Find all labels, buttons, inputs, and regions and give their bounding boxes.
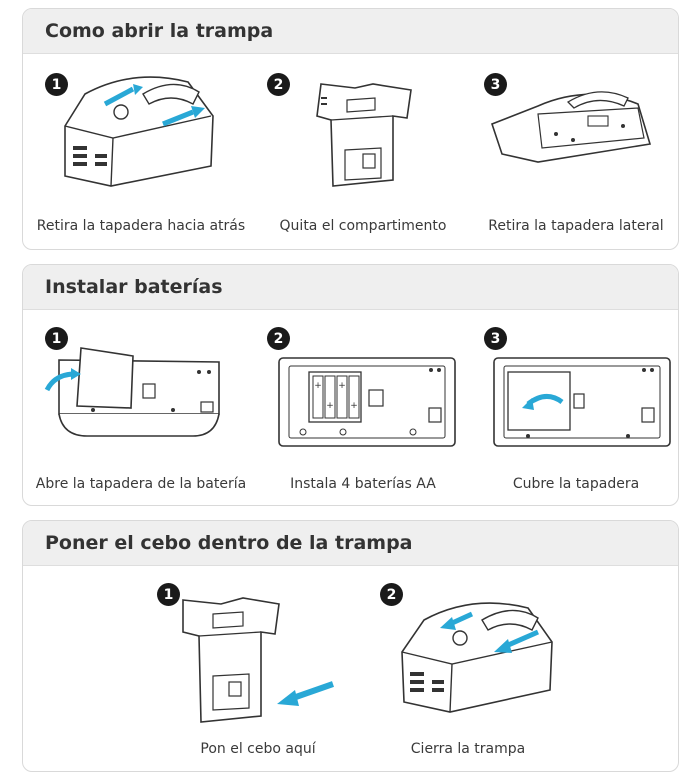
trap-side-view-icon [491,91,652,163]
battery-polarity-label: + [314,381,322,391]
step-open-battery-cover: 1 Abre la tapadera de la batería [23,310,246,505]
step-caption: Abre la tapadera de la batería [35,476,247,492]
battery-polarity-label: + [338,381,346,391]
step-install-batteries: 2 + + + + Instala 4 baterías AA [263,310,463,505]
step-remove-back-cover: 1 Retira la tapadera hacia atrás [23,54,245,249]
step-place-bait: 1 Pon el cebo aquí [143,566,363,771]
bait-compartment-icon [182,597,334,723]
step-caption: Quita el compartimento [279,218,447,234]
step-caption: Cierra la trampa [410,741,526,757]
section-title: Poner el cebo dentro de la trampa [23,521,678,566]
trap-back-view-icon [64,76,214,187]
compartment-icon [316,83,412,187]
step-caption: Retira la tapadera hacia atrás [36,218,246,234]
step-number-badge: 2 [267,73,290,96]
battery-polarity-label: + [326,401,334,411]
section-title: Como abrir la trampa [23,9,678,54]
step-caption: Retira la tapadera lateral [488,218,664,234]
step-caption: Cubre la tapadera [512,476,640,492]
step-cover-battery: 3 Cubre la tapadera [478,310,678,505]
section-place-bait: Poner el cebo dentro de la trampa 1 Pon … [22,520,679,772]
step-number-badge: 1 [45,73,68,96]
step-number-badge: 3 [484,327,507,350]
section-install-batteries: Instalar baterías 1 Abre la tapadera de … [22,264,679,506]
battery-cover-open-icon [44,347,220,437]
step-number-badge: 2 [380,583,403,606]
step-number-badge: 1 [45,327,68,350]
step-remove-compartment: 2 Quita el compartimento [263,54,463,249]
battery-slot-icon: + + + + [278,357,456,447]
step-remove-side-cover: 3 Retira la tapadera lateral [478,54,678,249]
step-caption: Instala 4 baterías AA [290,476,436,492]
step-number-badge: 2 [267,327,290,350]
step-caption: Pon el cebo aquí [200,741,316,757]
section-title: Instalar baterías [23,265,678,310]
trap-closing-icon [401,602,553,713]
step-close-trap: 2 Cierra la trampa [368,566,588,771]
section-open-trap: Como abrir la trampa 1 Retira la tapader… [22,8,679,250]
battery-polarity-label: + [350,401,358,411]
step-number-badge: 1 [157,583,180,606]
battery-cover-closed-icon [493,357,671,447]
step-number-badge: 3 [484,73,507,96]
